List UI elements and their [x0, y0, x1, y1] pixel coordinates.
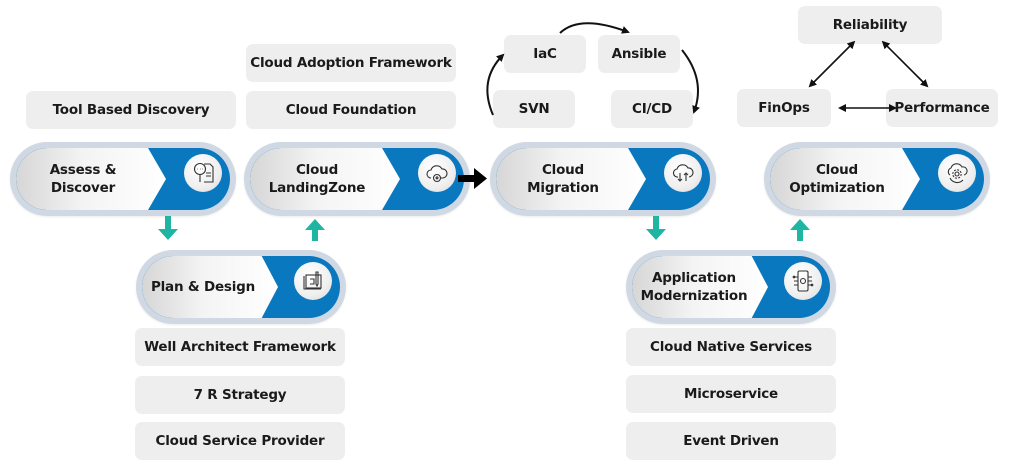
box-performance: Performance	[886, 89, 998, 127]
stage-plan-design: Plan & Design	[136, 250, 346, 324]
arrow-iac-to-ansible	[559, 22, 630, 34]
arrow-down-assess-to-plan	[158, 216, 178, 240]
cloud-gear-icon	[938, 154, 976, 192]
stage-assess-discover: Assess & Discover	[10, 142, 236, 216]
cloud-download-icon	[418, 154, 456, 192]
box-ansible: Ansible	[598, 35, 680, 73]
arrow-up-appmod-to-optimization	[790, 219, 810, 241]
arrow-down-migration-to-appmod	[646, 216, 666, 240]
arrow-up-plan-to-landing	[305, 219, 325, 241]
stage-label-line1: Application	[652, 269, 736, 286]
stage-label-line2: Optimization	[789, 180, 885, 196]
cloud-transfer-icon	[664, 154, 702, 192]
box-cloud-foundation: Cloud Foundation	[246, 91, 456, 129]
arrow-reliability-performance	[881, 40, 929, 88]
search-document-icon	[184, 154, 222, 192]
box-well-architect-framework: Well Architect Framework	[135, 328, 345, 366]
stage-label-line1: Assess &	[49, 161, 117, 178]
box-tool-based-discovery: Tool Based Discovery	[26, 91, 236, 129]
box-cloud-service-provider: Cloud Service Provider	[135, 422, 345, 460]
box-reliability: Reliability	[798, 6, 942, 44]
stage-label-line2: Discover	[50, 180, 116, 196]
stage-label-line1: Plan & Design	[150, 278, 256, 295]
box-cicd: CI/CD	[611, 90, 693, 128]
box-finops: FinOps	[737, 89, 831, 127]
arrow-reliability-finops	[808, 40, 856, 88]
box-cloud-native-services: Cloud Native Services	[626, 328, 836, 366]
blueprint-icon	[294, 262, 332, 300]
stage-label-line2: Migration	[527, 180, 599, 196]
box-svn: SVN	[493, 90, 575, 128]
box-event-driven: Event Driven	[626, 422, 836, 460]
stage-label-line1: Cloud	[295, 161, 339, 178]
stage-label-line1: Cloud	[815, 161, 859, 178]
mobile-circuit-icon	[784, 262, 822, 300]
box-cloud-adoption-framework: Cloud Adoption Framework	[246, 44, 456, 82]
box-microservice: Microservice	[626, 375, 836, 413]
stage-label-line1: Cloud	[541, 161, 585, 178]
stage-label-line2: LandingZone	[268, 180, 366, 196]
box-7r-strategy: 7 R Strategy	[135, 376, 345, 414]
box-iac: IaC	[504, 35, 586, 73]
stage-label-line2: Modernization	[640, 288, 748, 304]
